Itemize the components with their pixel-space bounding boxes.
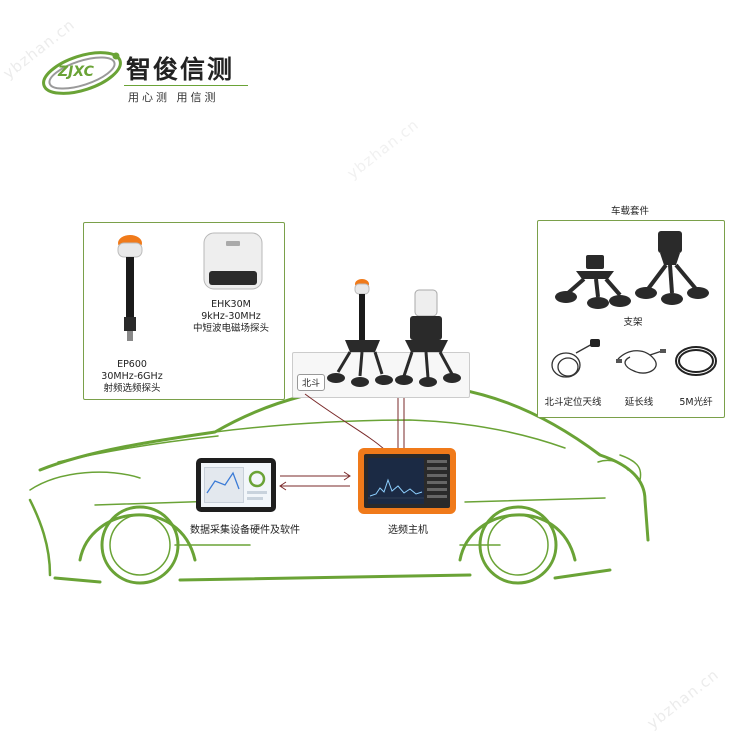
brand-divider xyxy=(124,85,248,86)
ehk30m-probe-icon xyxy=(203,232,263,290)
brand-logo: ZJXC 智俊信测 用心测 用信测 xyxy=(38,40,248,106)
brand-name: 智俊信测 xyxy=(126,55,235,84)
ep600-probe-icon xyxy=(117,235,143,341)
ep600-label: EP600 30MHz-6GHz 射频选频探头 xyxy=(84,359,180,395)
vehicle-kit-title: 车载套件 xyxy=(610,206,649,217)
ehk30m-desc: 中短波电磁场探头 xyxy=(192,323,269,334)
map-route-icon xyxy=(206,470,267,500)
vehicle-kit-panel: 支架 北斗定位天线 延长线 5M光纤 xyxy=(537,220,725,418)
suction-mount-icon xyxy=(555,231,709,309)
spectrum-trace-icon xyxy=(368,478,424,499)
host-label: 选频主机 xyxy=(388,525,428,536)
ehk30m-label: EHK30M 9kHz-30MHz 中短波电磁场探头 xyxy=(176,299,286,335)
fiber-label: 5M光纤 xyxy=(679,397,713,408)
ehk30m-range: 9kHz-30MHz xyxy=(201,311,261,322)
brand-emblem-icon xyxy=(42,51,122,95)
antenna-label: 北斗定位天线 xyxy=(544,397,602,408)
extension-label: 延长线 xyxy=(624,397,654,408)
ep600-range: 30MHz-6GHz xyxy=(101,371,163,382)
ep600-model: EP600 xyxy=(117,359,147,370)
mount-label: 支架 xyxy=(623,317,643,328)
ehk30m-model: EHK30M xyxy=(211,299,251,310)
ep600-desc: 射频选频探头 xyxy=(103,383,161,394)
tablet-screen xyxy=(201,463,271,507)
host-screen-bezel xyxy=(364,454,450,508)
host-device xyxy=(358,448,456,514)
tablet-label: 数据采集设备硬件及软件 xyxy=(190,525,300,536)
host-keypad xyxy=(427,460,447,502)
probe-panel: EHK30M 9kHz-30MHz 中短波电磁场探头 EP600 30MHz-6… xyxy=(83,222,285,400)
logo-text: ZJXC xyxy=(58,64,94,80)
tablet-device xyxy=(196,458,276,512)
host-screen xyxy=(368,458,424,504)
brand-slogan: 用心测 用信测 xyxy=(128,91,219,104)
roof-beidou-label: 北斗 xyxy=(297,374,326,391)
antenna-cable-icon xyxy=(551,339,717,378)
